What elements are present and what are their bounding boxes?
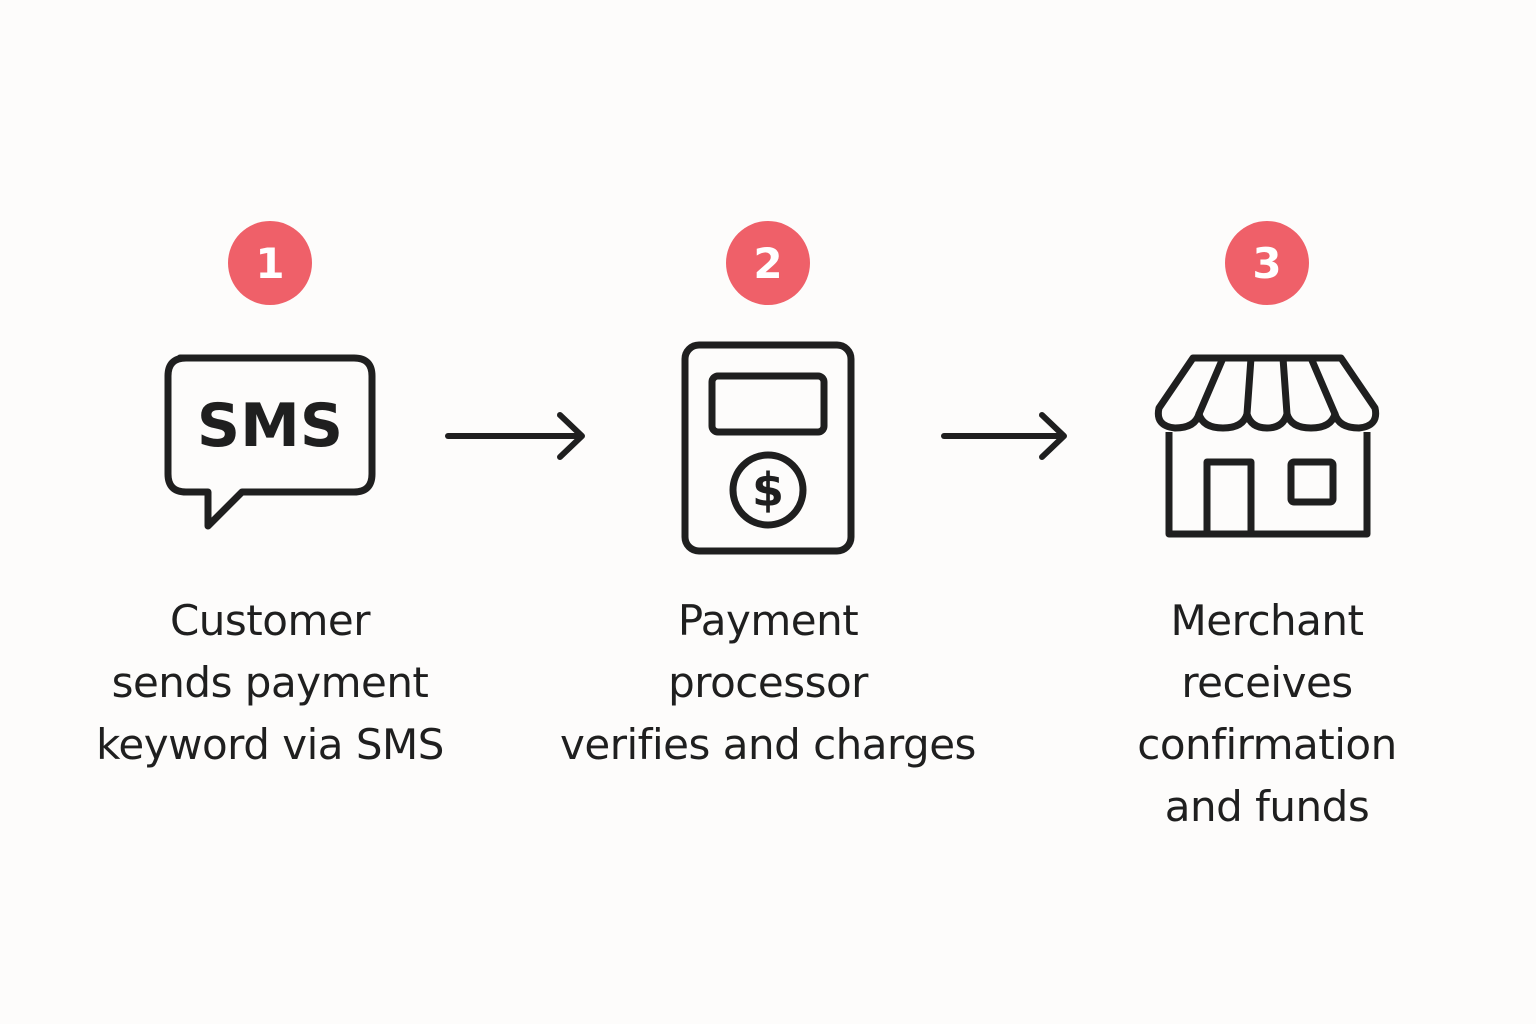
- step-2-caption: Payment processor verifies and charges: [528, 590, 1008, 776]
- arrow-right-icon: [941, 412, 1067, 460]
- arrow-right-icon: [445, 412, 585, 460]
- caption-line: Merchant: [1170, 596, 1364, 645]
- step-1: 1 SMS Customer sends payment keyword via…: [30, 0, 510, 1024]
- step-number-badge: 3: [1225, 221, 1309, 305]
- caption-line: keyword via SMS: [96, 720, 444, 769]
- payment-terminal-icon: $: [681, 341, 855, 555]
- step-2: 2 $ Payment processor verifies and charg…: [528, 0, 1008, 1024]
- caption-line: Payment: [677, 596, 859, 645]
- caption-line: Customer: [169, 596, 371, 645]
- caption-line: and funds: [1164, 782, 1370, 831]
- step-number-badge: 2: [726, 221, 810, 305]
- caption-line: processor: [668, 658, 868, 707]
- sms-chat-bubble-icon: SMS: [164, 354, 376, 530]
- step-number-badge: 1: [228, 221, 312, 305]
- dollar-sign-icon: $: [752, 463, 784, 517]
- step-3-caption: Merchant receives confirmation and funds: [1027, 590, 1507, 838]
- storefront-icon: [1154, 354, 1380, 538]
- caption-line: sends payment: [111, 658, 429, 707]
- sms-icon-label: SMS: [197, 391, 343, 461]
- caption-line: receives: [1181, 658, 1353, 707]
- step-3: 3 Merchant receives confirmation and fun…: [1027, 0, 1507, 1024]
- caption-line: verifies and charges: [560, 720, 976, 769]
- caption-line: confirmation: [1137, 720, 1397, 769]
- step-1-caption: Customer sends payment keyword via SMS: [30, 590, 510, 776]
